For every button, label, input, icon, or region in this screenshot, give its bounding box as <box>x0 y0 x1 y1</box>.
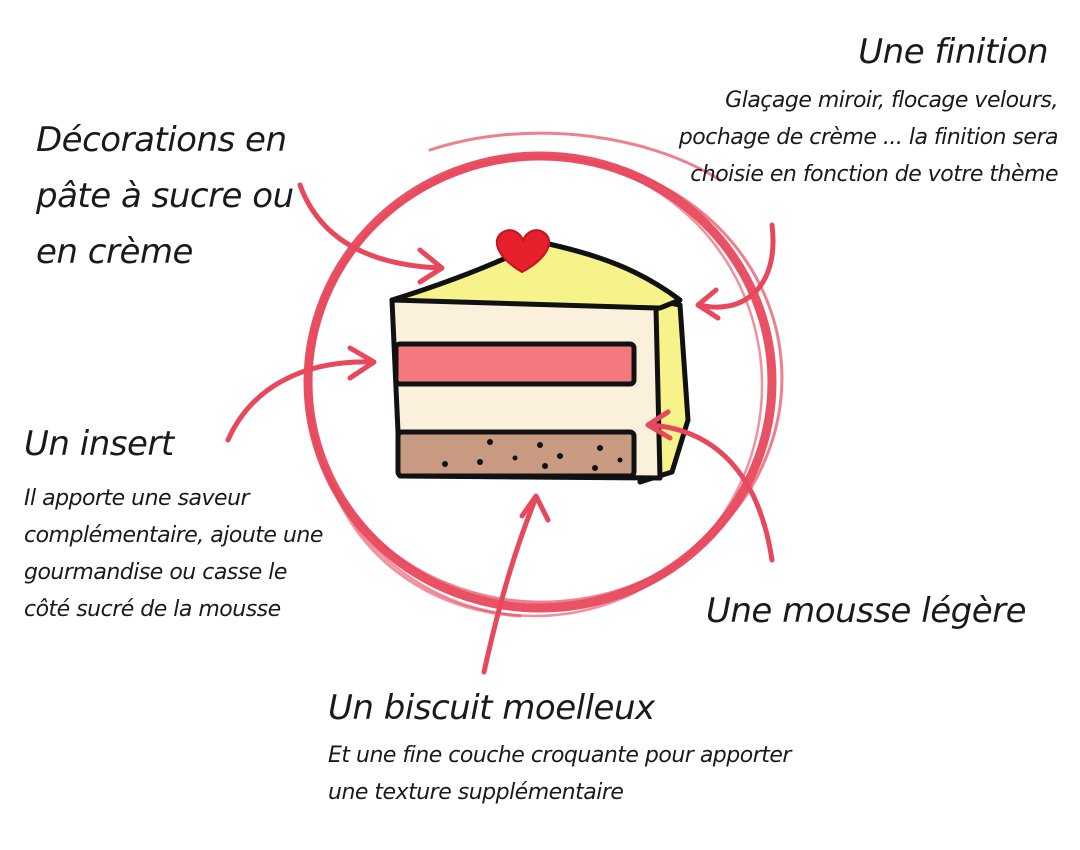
insert-description: Il apporte une saveur complémentaire, aj… <box>24 486 323 622</box>
cake-slice <box>389 229 691 485</box>
insert-layer <box>393 341 637 387</box>
biscuit-dots <box>442 439 623 471</box>
arrow-decorations <box>297 182 443 271</box>
heart-icon <box>495 229 551 274</box>
arrow-insert <box>225 359 375 443</box>
arrow-finition <box>697 222 776 310</box>
arrow-biscuit <box>481 497 538 675</box>
decorations-title: Décorations en pâte à sucre ou en crème <box>36 120 294 272</box>
biscuit-description: Et une fine couche croquante pour apport… <box>328 743 791 805</box>
insert-title: Un insert <box>24 424 174 464</box>
biscuit-title: Un biscuit moelleux <box>328 688 655 728</box>
red-circle <box>303 131 784 618</box>
finition-title: Une finition <box>858 32 1048 72</box>
biscuit-layer <box>395 429 637 479</box>
arrows <box>225 182 776 675</box>
finition-description: Glaçage miroir, flocage velours, pochage… <box>678 88 1059 187</box>
arrow-mousse <box>647 422 775 563</box>
mousse-title: Une mousse légère <box>706 591 1027 631</box>
